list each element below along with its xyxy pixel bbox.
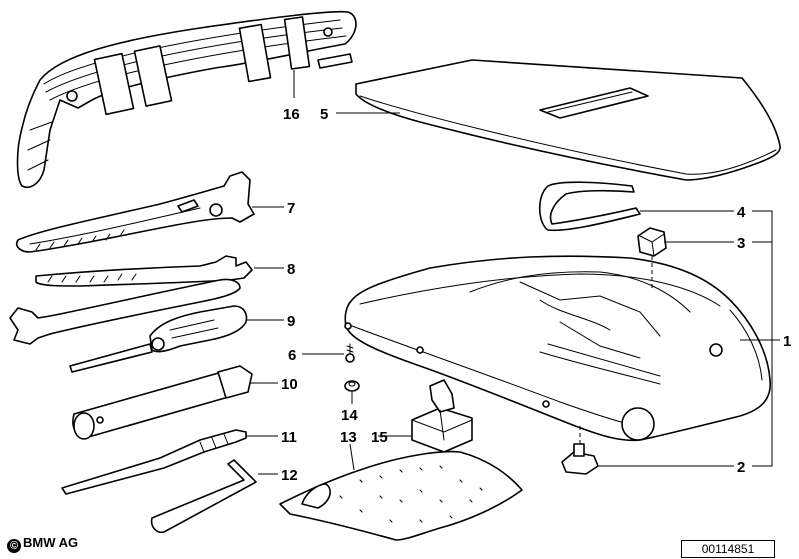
bracket-1 [752,210,773,467]
label-15: 15 [371,429,388,446]
leader-lines [246,70,780,475]
label-11: 11 [281,429,297,446]
label-10: 10 [281,376,298,393]
label-2: 2 [737,459,745,476]
clip-part [411,379,473,453]
label-12: 12 [281,467,298,484]
copyright-notice: ©BMW AG [7,535,78,553]
label-7: 7 [287,200,295,217]
label-14: 14 [341,407,358,424]
label-9: 9 [287,313,295,330]
copyright-text: BMW AG [23,535,79,550]
label-5: 5 [320,106,328,123]
socket-wrench-part [72,365,253,440]
label-16: 16 [283,106,300,123]
label-13: 13 [340,429,357,446]
wing-nut-part [637,227,667,257]
label-8: 8 [287,261,295,278]
tool-roll-part [16,10,357,188]
cover-board-part [355,59,781,181]
label-6: 6 [288,347,296,364]
copyright-icon: © [7,539,21,553]
thumb-screw-part [561,443,599,475]
label-1: 1 [783,333,791,350]
strap-part [538,181,641,232]
hex-key-part [150,459,257,534]
pliers-part [15,171,255,253]
tool-tray-part [344,255,771,442]
open-end-wrench-part [9,278,241,345]
part-labels: 16 5 7 8 9 10 11 12 6 14 15 13 4 3 1 2 [281,106,791,484]
label-3: 3 [737,235,745,252]
screw-part [345,343,355,363]
nut-part [344,380,360,392]
leader-13 [349,443,355,471]
screwdriver-part [69,305,248,373]
document-id: 00114851 [681,540,775,558]
cloth-glove-part [279,450,523,541]
label-4: 4 [737,204,746,221]
punch-tool-part [61,429,247,495]
